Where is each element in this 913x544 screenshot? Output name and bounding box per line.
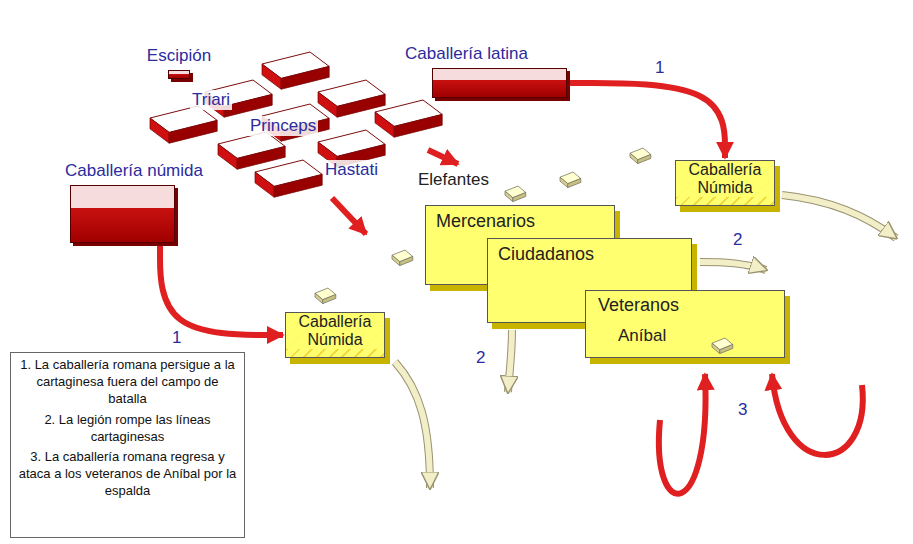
unit-label: Caballería Númida: [286, 313, 384, 349]
retreat-arrow-outline: [700, 262, 766, 270]
legend-text: 2. La legión rompe las líneas cartagines…: [17, 412, 238, 446]
legion-block: [150, 106, 217, 143]
return-arrow: [659, 374, 706, 494]
red-arrows: [332, 150, 863, 494]
retreat-arrow: [782, 195, 896, 238]
elephant-marker: [505, 186, 526, 202]
unit-label: Caballería Númida: [676, 161, 774, 197]
line-name: Hastati: [323, 160, 380, 180]
callout-number: 1: [172, 328, 181, 348]
attack-arrow: [428, 150, 458, 164]
retreat-arrow: [700, 262, 766, 270]
unit-label: Mercenarios: [436, 211, 604, 232]
legion-block: [255, 160, 322, 197]
infantry-line: Veteranos: [585, 290, 785, 358]
hannibal-marker: [712, 338, 733, 354]
callout-number: 1: [655, 58, 664, 78]
cavalry-block: Caballería númida: [70, 185, 175, 243]
retreat-arrow-outline: [395, 362, 430, 488]
legion-block: [262, 52, 329, 89]
elephant-marker: [392, 250, 413, 266]
return-arrow: [772, 374, 863, 455]
cavalry-block: Caballería Númida: [285, 312, 385, 358]
pursuit-arrow: [567, 83, 725, 158]
retreat-arrow-outline: [508, 330, 512, 392]
line-name: Princeps: [248, 116, 318, 136]
legion-block: [218, 132, 285, 169]
callout-number: 2: [733, 230, 742, 250]
pursuit-arrow: [160, 243, 283, 335]
unit-heading: Caballería númida: [63, 161, 205, 181]
attack-arrow: [332, 198, 366, 234]
cavalry-block: Caballería Númida: [675, 160, 775, 206]
retreat-arrow: [508, 330, 512, 392]
retreat-arrow: [395, 362, 430, 488]
elephant-marker: [315, 288, 336, 304]
commander-box: Escipión: [168, 70, 190, 79]
line-name: Triari: [190, 90, 232, 110]
legend-text: 3. La caballería romana regresa y ataca …: [17, 449, 238, 500]
legion-block: [375, 100, 442, 137]
unit-label: Veteranos: [598, 295, 772, 316]
cavalry-block: Caballería latina: [432, 68, 567, 98]
callout-number: 2: [476, 348, 485, 368]
retreat-arrow-outline: [782, 195, 896, 238]
unit-label: Ciudadanos: [498, 244, 681, 265]
elephant-marker: [630, 148, 651, 164]
retreat-arrows: [395, 195, 896, 488]
unit-name: Elefantes: [418, 170, 489, 190]
legend-text: 1. La caballería romana persigue a la ca…: [17, 357, 238, 408]
unit-heading: Caballería latina: [403, 44, 530, 64]
callout-number: 3: [738, 400, 747, 420]
legend-note: 1. La caballería romana persigue a la ca…: [10, 352, 245, 538]
commander-name: Aníbal: [618, 326, 666, 346]
elephant-marker: [560, 172, 581, 188]
unit-heading: Escipión: [145, 46, 213, 66]
